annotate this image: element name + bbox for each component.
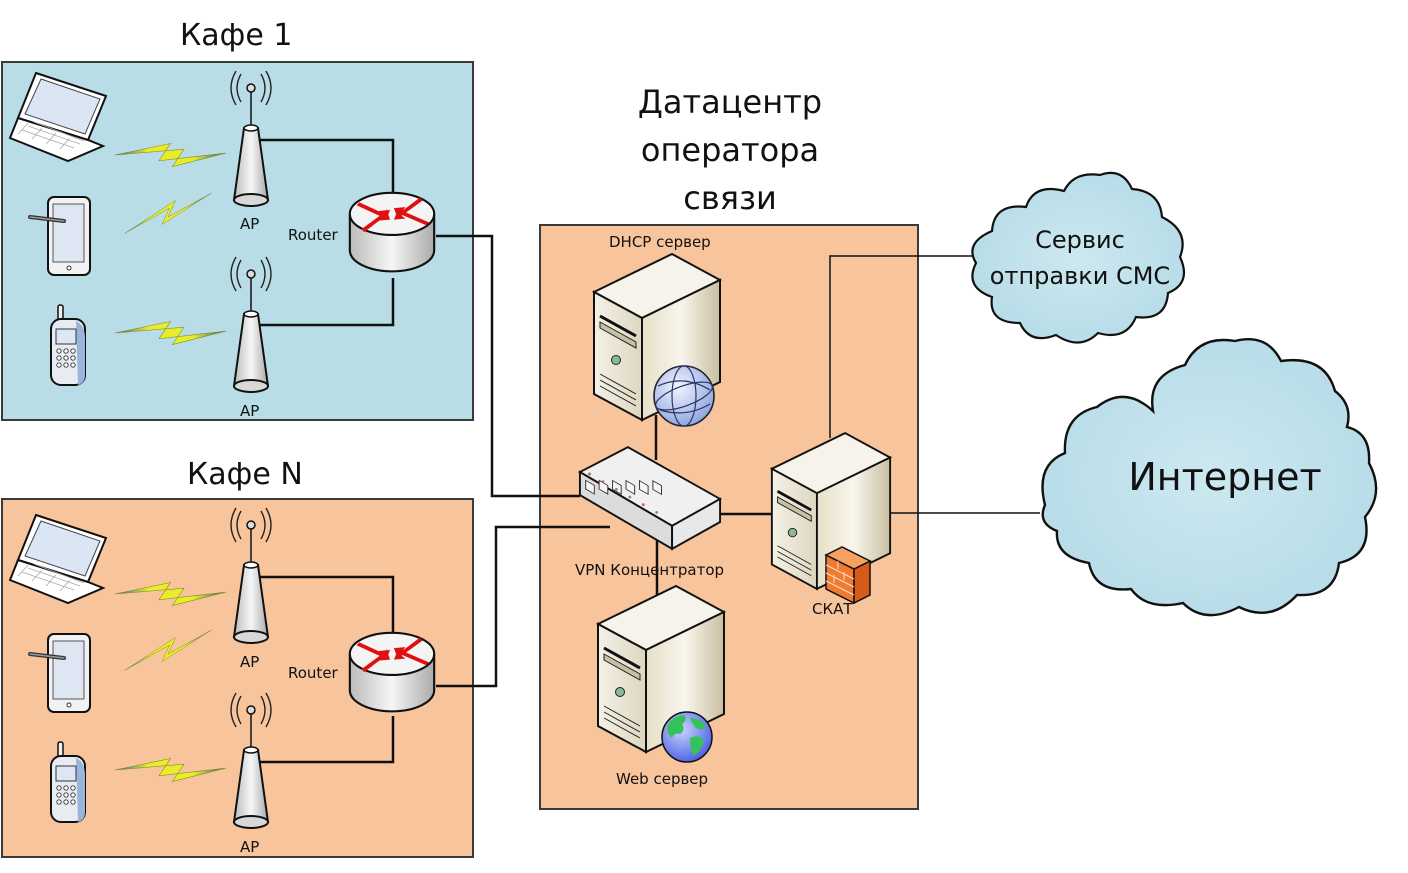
ap-label: AP bbox=[240, 838, 260, 856]
access-point-icon bbox=[221, 507, 281, 647]
web-server-label: Web сервер bbox=[616, 770, 709, 788]
wireless-link-icon bbox=[113, 190, 223, 235]
datacenter-title-line-3: связи bbox=[683, 179, 777, 217]
internet-cloud-icon bbox=[1041, 338, 1378, 617]
firewall-icon bbox=[824, 545, 874, 605]
router-label: Router bbox=[288, 664, 338, 682]
ap-label: AP bbox=[240, 215, 260, 233]
vpn-concentrator-icon bbox=[578, 442, 722, 554]
tablet-icon bbox=[26, 630, 96, 715]
wireless-link-icon bbox=[113, 135, 228, 175]
sms-service-cloud-icon bbox=[971, 171, 1186, 344]
tablet-icon bbox=[26, 193, 96, 278]
vpn-concentrator-label: VPN Концентратор bbox=[575, 561, 725, 579]
datacenter-title-line-2: оператора bbox=[640, 131, 820, 169]
sms-service-label-line-1: Сервис bbox=[1035, 226, 1125, 254]
laptop-icon bbox=[8, 68, 108, 163]
router-icon bbox=[346, 190, 438, 278]
skat-label: СКАТ bbox=[812, 600, 853, 618]
access-point-icon bbox=[221, 692, 281, 832]
globe-icon bbox=[653, 365, 715, 427]
dhcp-server-label: DHCP сервер bbox=[609, 233, 711, 251]
access-point-icon bbox=[221, 70, 281, 210]
laptop-icon bbox=[8, 510, 108, 605]
wireless-link-icon bbox=[113, 574, 228, 614]
wireless-link-icon bbox=[113, 750, 228, 790]
wireless-link-icon bbox=[113, 313, 228, 353]
router-icon bbox=[346, 630, 438, 718]
access-point-icon bbox=[221, 256, 281, 396]
cafe1-title: Кафе 1 bbox=[180, 18, 293, 53]
sms-service-label: Сервис отправки СМС bbox=[975, 222, 1185, 294]
internet-label: Интернет bbox=[1128, 455, 1322, 499]
datacenter-title-line-1: Датацентр bbox=[637, 83, 823, 121]
mobile-phone-icon bbox=[46, 740, 91, 825]
cafeN-title: Кафе N bbox=[187, 457, 303, 492]
mobile-phone-icon bbox=[46, 303, 91, 388]
web-globe-icon bbox=[661, 711, 713, 763]
wireless-link-icon bbox=[113, 627, 223, 672]
ap-label: AP bbox=[240, 402, 260, 420]
ap-label: AP bbox=[240, 653, 260, 671]
sms-service-label-line-2: отправки СМС bbox=[989, 262, 1171, 290]
router-label: Router bbox=[288, 226, 338, 244]
datacenter-title: Датацентр оператора связи bbox=[600, 78, 860, 222]
